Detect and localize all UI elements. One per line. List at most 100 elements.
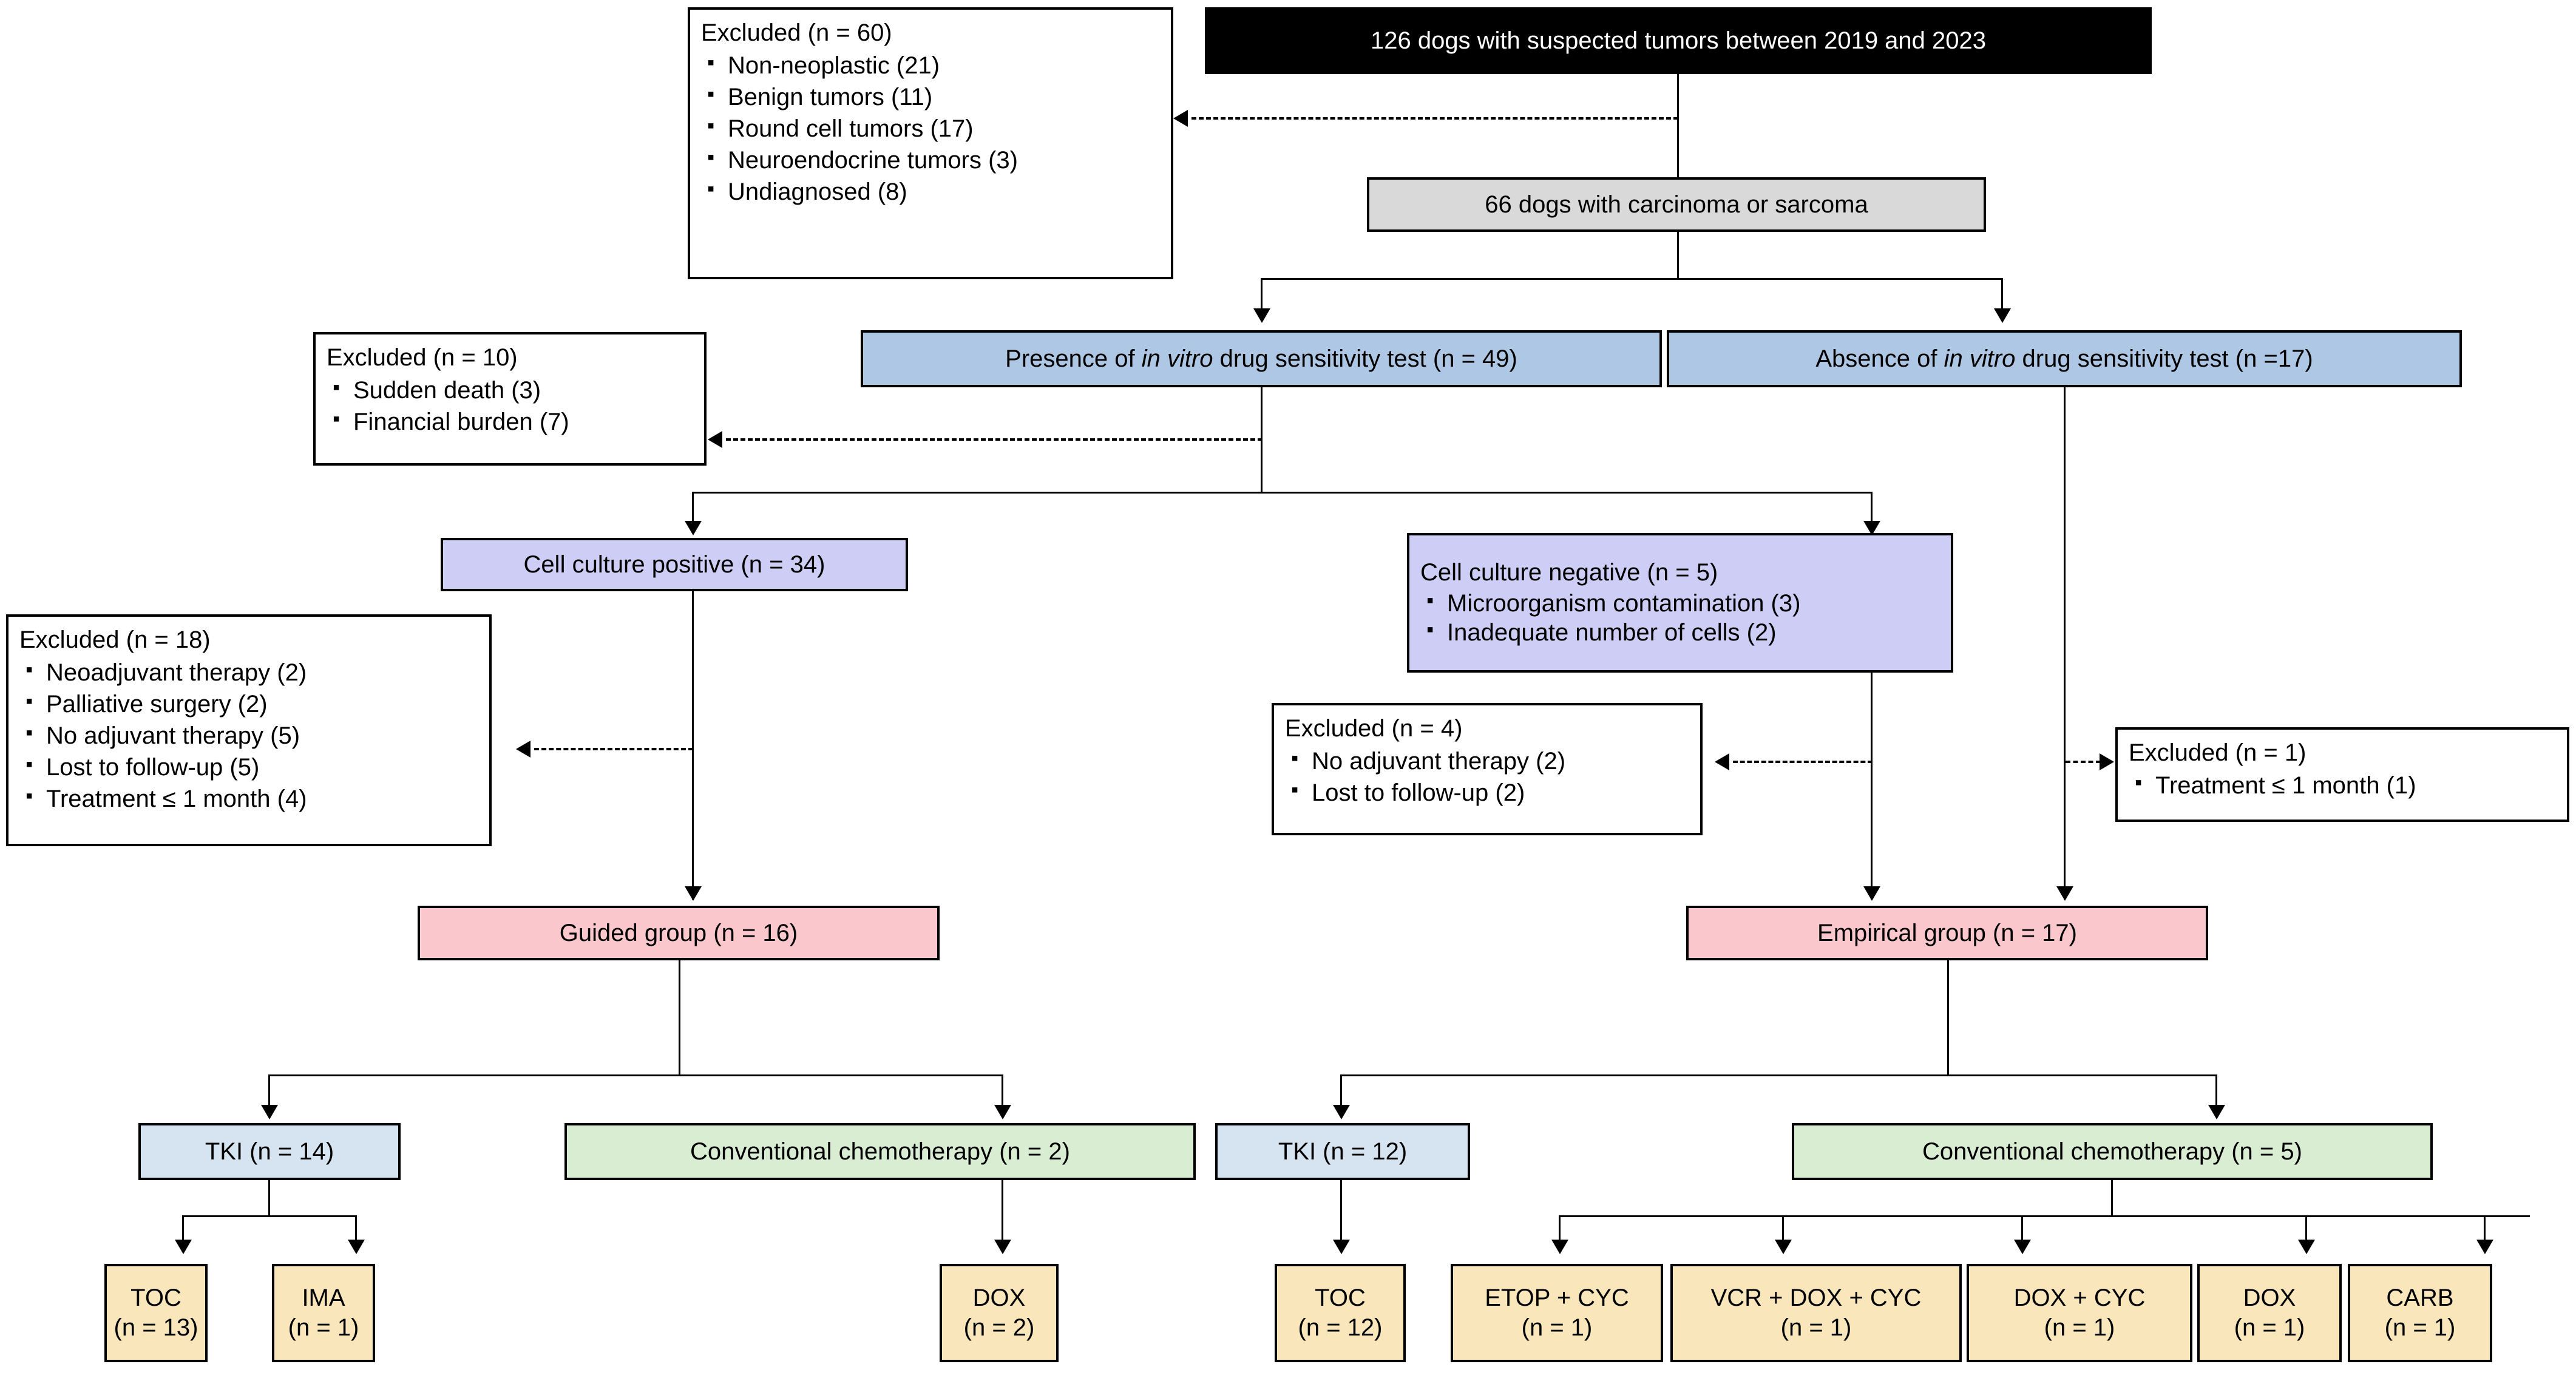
node-guided-group: Guided group (n = 16) [418,906,940,960]
node-guided-tki-label: TKI (n = 14) [205,1138,334,1165]
node-absence-label: Absence of in vitro drug sensitivity tes… [1815,345,2313,372]
node-cohort: 126 dogs with suspected tumors between 2… [1205,7,2152,74]
arrow-down-carb1 [2476,1240,2493,1254]
drug-count: (n = 13) [114,1314,198,1341]
connector-to-carb1 [2484,1215,2486,1247]
connector-guided-tki-split [182,1215,357,1217]
excluded-10-header: Excluded (n = 10) [327,344,518,371]
arrow-right-excluded1 [2100,753,2114,770]
arrow-left-excluded10 [708,431,722,448]
drug-count: (n = 1) [1780,1314,1852,1341]
connector-to-guided-conv [1002,1074,1003,1113]
drug-count: (n = 1) [2044,1314,2115,1341]
list-item: Non-neoplastic (21) [701,49,1161,81]
list-item: Treatment ≤ 1 month (4) [19,782,480,815]
connector-cohort-down [1677,74,1679,178]
node-guided-group-label: Guided group (n = 16) [559,919,798,946]
list-item: Financial burden (7) [327,406,694,438]
connector-culture-pos-down [692,591,694,900]
node-empirical-conventional: Conventional chemotherapy (n = 5) [1792,1123,2433,1180]
connector-to-vcr-dox-cyc [1782,1215,1784,1247]
arrow-down-guided [685,886,702,901]
list-item: Microorganism contamination (3) [1420,588,1941,619]
connector-to-toc13 [182,1215,184,1247]
node-empirical-tki: TKI (n = 12) [1215,1123,1470,1180]
connector-to-dox1 [2305,1215,2307,1247]
drug-box-carb-empirical: CARB (n = 1) [2348,1264,2492,1362]
connector-cohort-to-excluded60 [1191,117,1678,120]
connector-to-ima1 [355,1215,357,1247]
arrow-down-guided-conv [994,1105,1011,1119]
drug-name: VCR + DOX + CYC [1710,1285,1922,1312]
drug-box-dox-empirical: DOX (n = 1) [2197,1264,2342,1362]
list-item: Lost to follow-up (5) [19,751,480,783]
list-item: Undiagnosed (8) [701,175,1161,208]
drug-name: DOX [972,1285,1026,1312]
list-item: Palliative surgery (2) [19,688,480,720]
connector-to-etop-cyc [1559,1215,1561,1247]
arrow-down-empirical-from-neg [1863,886,1880,901]
connector-to-guided-tki [268,1074,270,1113]
drug-count: (n = 12) [1298,1314,1383,1341]
node-empirical-tki-label: TKI (n = 12) [1278,1138,1408,1165]
cell-culture-negative-content: Cell culture negative (n = 5) Microorgan… [1420,558,1941,648]
excluded-60-header: Excluded (n = 60) [701,19,892,46]
connector-culture-neg-down [1871,673,1873,900]
drug-name: DOX + CYC [2013,1285,2146,1312]
cell-culture-negative-list: Microorganism contamination (3) Inadequa… [1420,588,1941,648]
excluded-4-header: Excluded (n = 4) [1285,715,1463,742]
drug-name: DOX [2243,1285,2296,1312]
list-item: Neoadjuvant therapy (2) [19,656,480,688]
drug-box-etop-cyc: ETOP + CYC (n = 1) [1451,1264,1663,1362]
drug-name: TOC [1315,1285,1366,1312]
cell-culture-negative-header: Cell culture negative (n = 5) [1420,558,1718,586]
connector-to-presence [1261,278,1263,316]
arrow-down-dox1 [2298,1240,2315,1254]
connector-emp-conv-split [1559,1215,2530,1217]
arrow-left-excluded60 [1173,110,1188,127]
connector-guided-conv-down [1002,1180,1003,1247]
drug-box-toc-empirical: TOC (n = 12) [1275,1264,1406,1362]
excluded-1-header: Excluded (n = 1) [2129,739,2307,766]
drug-box-ima-guided: IMA (n = 1) [272,1264,375,1362]
node-guided-conventional: Conventional chemotherapy (n = 2) [564,1123,1196,1180]
node-presence-dst: Presence of in vitro drug sensitivity te… [861,330,1662,387]
list-item: Neuroendocrine tumors (3) [701,144,1161,176]
drug-name: CARB [2386,1285,2454,1312]
arrow-down-dox2 [994,1240,1011,1254]
drug-box-dox-guided: DOX (n = 2) [940,1264,1059,1362]
drug-count: (n = 2) [963,1314,1035,1341]
list-item: Inadequate number of cells (2) [1420,617,1941,648]
excluded-box-1: Excluded (n = 1) Treatment ≤ 1 month (1) [2115,727,2569,822]
arrow-down-etop-cyc [1551,1240,1568,1254]
list-item: No adjuvant therapy (5) [19,719,480,752]
arrow-down-absence-empirical [2056,886,2073,901]
drug-box-toc-guided: TOC (n = 13) [104,1264,208,1362]
node-guided-conventional-label: Conventional chemotherapy (n = 2) [690,1138,1070,1165]
drug-count: (n = 1) [288,1314,359,1341]
arrow-down-ima1 [348,1240,365,1254]
list-item: Sudden death (3) [327,374,694,406]
connector-empirical-split [1340,1074,2217,1076]
arrow-down-toc13 [175,1240,192,1254]
excluded-18-header: Excluded (n = 18) [19,626,211,653]
drug-name: IMA [302,1285,345,1312]
arrow-left-excluded18 [516,741,530,758]
node-cell-culture-positive: Cell culture positive (n = 34) [441,538,908,591]
node-empirical-conventional-label: Conventional chemotherapy (n = 5) [1922,1138,2302,1165]
connector-emp-tki-down [1340,1180,1342,1247]
connector-presence-to-excluded10 [726,438,1263,441]
excluded-1-list: Treatment ≤ 1 month (1) [2129,769,2557,801]
arrow-down-absence [1994,308,2011,323]
drug-name: ETOP + CYC [1485,1285,1629,1312]
node-empirical-group-label: Empirical group (n = 17) [1817,919,2077,946]
connector-to-culture-neg [1871,492,1873,529]
list-item: Treatment ≤ 1 month (1) [2129,769,2557,801]
connector-carcinoma-split [1261,278,2003,280]
list-item: No adjuvant therapy (2) [1285,745,1690,777]
arrow-left-excluded4 [1715,753,1729,770]
connector-carcinoma-down [1677,232,1679,279]
drug-box-vcr-dox-cyc: VCR + DOX + CYC (n = 1) [1670,1264,1962,1362]
node-empirical-group: Empirical group (n = 17) [1686,906,2208,960]
